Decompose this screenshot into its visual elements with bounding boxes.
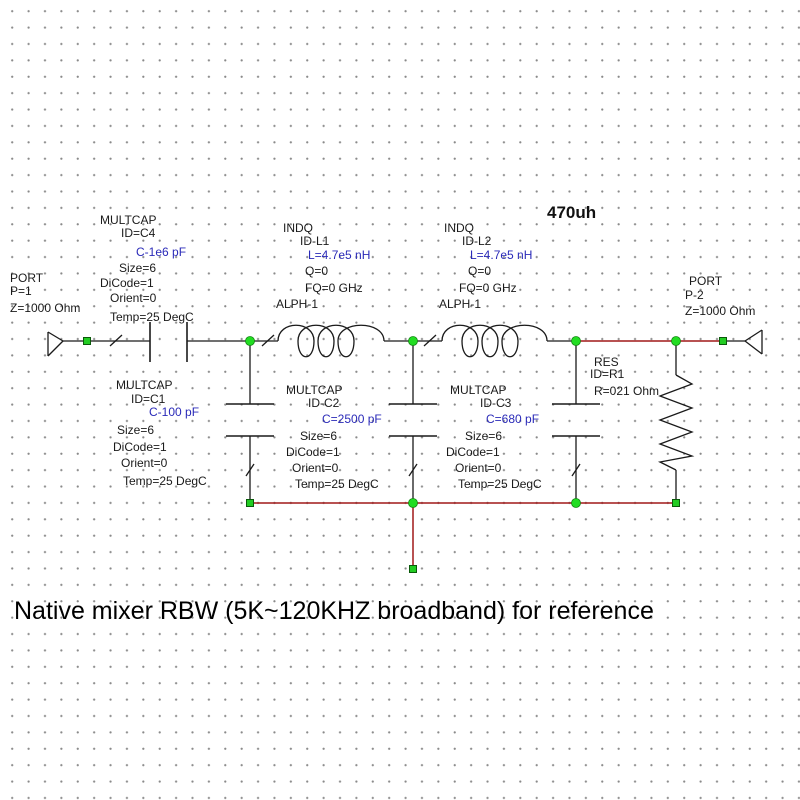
c2-size: Size=6 — [300, 429, 337, 443]
junction-nodes — [245, 336, 681, 573]
c4-capacitor[interactable] — [149, 322, 188, 362]
port1-number: P=1 — [10, 284, 32, 298]
c2-capacitance: C=2500 pF — [322, 412, 382, 426]
c4-size: Size=6 — [119, 261, 156, 275]
c2-id: ID-C2 — [308, 396, 340, 410]
port2-number: P-2 — [685, 288, 704, 302]
l2-labels: INDQ ID-L2 L=4.7e5 nH Q=0 FQ=0 GHz ALPH-… — [439, 221, 532, 311]
c1-id: ID=C1 — [131, 392, 166, 406]
wire-tick — [423, 334, 437, 347]
c4-dicode: DiCode=1 — [100, 276, 154, 290]
port2-labels: PORT P-2 Z=1000 Ohm — [685, 274, 755, 318]
c2-capacitor[interactable] — [389, 403, 437, 437]
c4-type: MULTCAP — [100, 213, 156, 227]
wire-tick — [245, 463, 255, 477]
junction-pin[interactable] — [672, 499, 680, 507]
port1-pin[interactable] — [83, 337, 91, 345]
port2-impedance: Z=1000 Ohm — [685, 304, 755, 318]
c2-temp: Temp=25 DegC — [295, 477, 379, 491]
r1-labels: RES ID=R1 R=021 Ohm — [590, 355, 659, 398]
c3-temp: Temp=25 DegC — [458, 477, 542, 491]
c2-labels: MULTCAP ID-C2 C=2500 pF Size=6 DiCode=1 … — [286, 383, 382, 491]
l2-q: Q=0 — [468, 264, 491, 278]
port2-pin[interactable] — [719, 337, 727, 345]
c3-capacitor[interactable] — [552, 403, 600, 437]
c2-orient: Orient=0 — [292, 461, 339, 475]
c1-labels: MULTCAP ID=C1 C-100 pF Size=6 DiCode=1 O… — [113, 378, 207, 488]
junction-pin[interactable] — [246, 499, 254, 507]
c1-orient: Orient=0 — [121, 456, 168, 470]
c3-dicode: DiCode=1 — [446, 445, 500, 459]
r1-resistance: R=021 Ohm — [594, 384, 659, 398]
wire-tick — [408, 463, 418, 477]
l1-fq: FQ=0 GHz — [305, 281, 363, 295]
l1-inductor[interactable] — [277, 324, 385, 358]
port2-name: PORT — [689, 274, 723, 288]
c4-id: ID=C4 — [121, 226, 156, 240]
port1-name: PORT — [10, 271, 44, 285]
c3-size: Size=6 — [465, 429, 502, 443]
junction-node[interactable] — [245, 336, 255, 346]
c2-dicode: DiCode=1 — [286, 445, 340, 459]
l1-alph: ALPH-1 — [276, 297, 318, 311]
c1-capacitance: C-100 pF — [149, 405, 199, 419]
junction-node[interactable] — [408, 498, 418, 508]
junction-node[interactable] — [571, 336, 581, 346]
r1-id: ID=R1 — [590, 367, 625, 381]
c1-capacitor[interactable] — [226, 403, 274, 437]
l2-id: ID-L2 — [462, 234, 492, 248]
c3-id: ID-C3 — [480, 396, 512, 410]
annotation-470uh: 470uh — [547, 203, 596, 222]
c3-orient: Orient=0 — [455, 461, 502, 475]
l2-fq: FQ=0 GHz — [459, 281, 517, 295]
junction-node[interactable] — [408, 336, 418, 346]
c1-temp: Temp=25 DegC — [123, 474, 207, 488]
wire-tick — [571, 463, 581, 477]
c4-temp: Temp=25 DegC — [110, 310, 194, 324]
r1-resistor[interactable] — [657, 374, 695, 471]
c1-dicode: DiCode=1 — [113, 440, 167, 454]
l1-inductance: L=4.7e5 nH — [308, 248, 370, 262]
c4-capacitance: C-1e6 pF — [136, 245, 186, 259]
c4-orient: Orient=0 — [110, 291, 157, 305]
r1-type: RES — [594, 355, 619, 369]
ground-pin[interactable] — [409, 565, 417, 573]
l1-labels: INDQ ID-L1 L=4.7e5 nH Q=0 FQ=0 GHz ALPH-… — [276, 221, 370, 311]
l1-type: INDQ — [283, 221, 313, 235]
c1-type: MULTCAP — [116, 378, 172, 392]
c1-size: Size=6 — [117, 423, 154, 437]
port1-symbol[interactable] — [47, 331, 91, 357]
c3-capacitance: C=680 pF — [486, 412, 539, 426]
port1-labels: PORT P=1 Z=1000 Ohm — [10, 271, 80, 315]
junction-node[interactable] — [671, 336, 681, 346]
c2-type: MULTCAP — [286, 383, 342, 397]
l2-inductor[interactable] — [441, 324, 548, 358]
junction-node[interactable] — [571, 498, 581, 508]
c3-type: MULTCAP — [450, 383, 506, 397]
wire-tick — [261, 334, 275, 347]
port2-symbol[interactable] — [719, 329, 763, 355]
wires — [87, 334, 723, 569]
l1-q: Q=0 — [305, 264, 328, 278]
wire-tick — [109, 334, 123, 347]
l2-alph: ALPH-1 — [439, 297, 481, 311]
caption: Native mixer RBW (5K~120KHZ broadband) f… — [14, 597, 654, 625]
l1-id: ID-L1 — [300, 234, 330, 248]
l2-type: INDQ — [444, 221, 474, 235]
c3-labels: MULTCAP ID-C3 C=680 pF Size=6 DiCode=1 O… — [446, 383, 542, 491]
port1-impedance: Z=1000 Ohm — [10, 301, 80, 315]
c4-labels: MULTCAP ID=C4 C-1e6 pF Size=6 DiCode=1 O… — [100, 213, 194, 324]
l2-inductance: L=4.7e5 nH — [470, 248, 532, 262]
